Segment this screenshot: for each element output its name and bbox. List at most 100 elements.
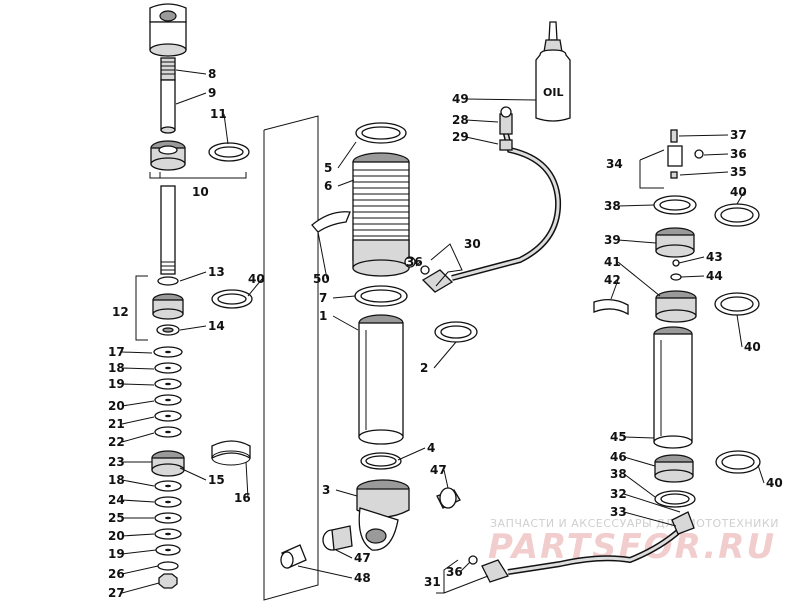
leader-c50 (317, 231, 328, 280)
callout-c18b: 18 (108, 473, 125, 487)
leader-c41 (617, 261, 661, 297)
callout-c36a: 36 (406, 255, 423, 269)
bracket-line-1 (430, 243, 463, 287)
callout-c11: 11 (210, 107, 227, 121)
callout-c9: 9 (208, 86, 216, 100)
leader-c40c (736, 314, 743, 348)
callout-c23: 23 (108, 455, 125, 469)
callout-c48: 48 (354, 571, 371, 585)
shaft-assembly (135, 3, 253, 589)
leader-c35 (679, 171, 729, 176)
leader-c4 (397, 447, 426, 461)
callout-c6: 6 (324, 179, 332, 193)
leader-c49 (465, 98, 537, 101)
callout-c35: 35 (730, 165, 747, 179)
leader-c22 (121, 432, 155, 443)
leader-c44 (680, 275, 705, 278)
callout-c40a: 40 (248, 272, 265, 286)
callout-c38b: 38 (610, 467, 627, 481)
body-assembly (280, 122, 478, 569)
callout-c47a: 47 (430, 463, 447, 477)
leader-c17 (121, 351, 153, 354)
callout-c44: 44 (706, 269, 723, 283)
leader-c38a (617, 204, 655, 207)
callout-c40b: 40 (730, 185, 747, 199)
leader-c33 (623, 511, 677, 527)
leader-c2 (433, 341, 457, 369)
callout-c22: 22 (108, 435, 125, 449)
callout-c33: 33 (610, 505, 627, 519)
leader-c11 (223, 113, 229, 145)
callout-c38a: 38 (604, 199, 621, 213)
callout-c12: 12 (112, 305, 129, 319)
leader-c6 (337, 179, 355, 187)
callout-c49: 49 (452, 92, 469, 106)
callout-c43: 43 (706, 250, 723, 264)
callout-c4: 4 (427, 441, 435, 455)
callout-c26: 26 (108, 567, 125, 581)
callout-c37: 37 (730, 128, 747, 142)
leader-c47a (443, 469, 449, 489)
leader-c45 (623, 436, 655, 439)
bracket-line-3 (436, 559, 489, 594)
leader-c19a (121, 383, 155, 386)
leader-c38b (623, 473, 656, 498)
callout-c19a: 19 (108, 377, 125, 391)
leader-c21 (121, 416, 155, 425)
leader-c29 (465, 136, 499, 145)
callout-c41: 41 (604, 255, 621, 269)
leader-c8 (175, 69, 207, 75)
leader-c40b (736, 191, 745, 205)
leader-c1 (332, 315, 359, 331)
callout-c39: 39 (604, 233, 621, 247)
leader-c48 (297, 565, 353, 579)
leader-c36c (459, 561, 471, 573)
callout-c20b: 20 (108, 529, 125, 543)
callout-leaders (121, 69, 765, 594)
leader-c9 (175, 92, 207, 105)
leader-c7 (332, 295, 356, 299)
leader-c47b (335, 549, 353, 559)
leader-c46 (623, 456, 656, 467)
callout-c42: 42 (604, 273, 621, 287)
callout-c31: 31 (424, 575, 441, 589)
bracket-line-2 (639, 149, 665, 189)
upper-hose-assembly (420, 106, 562, 293)
callout-c40c: 40 (744, 340, 761, 354)
callout-c15: 15 (208, 473, 225, 487)
leader-c16 (245, 461, 249, 499)
callout-c18a: 18 (108, 361, 125, 375)
leader-c37 (678, 134, 729, 137)
callout-c36b: 36 (730, 147, 747, 161)
callout-c16: 16 (234, 491, 251, 505)
callout-c34: 34 (606, 157, 623, 171)
leader-c28 (465, 119, 499, 123)
leader-c26 (121, 565, 159, 575)
callout-c25: 25 (108, 511, 125, 525)
callout-c28: 28 (452, 113, 469, 127)
callout-c14: 14 (208, 319, 225, 333)
leader-c24 (121, 499, 155, 503)
leader-c39 (617, 239, 657, 244)
callout-c24: 24 (108, 493, 125, 507)
assembly-link-line (263, 115, 319, 601)
leader-c18a (121, 367, 155, 370)
leader-c32 (623, 493, 681, 513)
callout-c13: 13 (208, 265, 225, 279)
leader-c3 (335, 489, 358, 497)
oil-bottle: OIL (535, 21, 571, 122)
callout-c10: 10 (192, 185, 209, 199)
callout-c21: 21 (108, 417, 125, 431)
leader-c18b (121, 479, 155, 487)
callout-c19b: 19 (108, 547, 125, 561)
callout-c47b: 47 (354, 551, 371, 565)
callout-c20a: 20 (108, 399, 125, 413)
callout-c17: 17 (108, 345, 125, 359)
leader-c15 (179, 467, 207, 481)
callout-c36c: 36 (446, 565, 463, 579)
leader-c40d (757, 464, 765, 484)
callout-c27: 27 (108, 586, 125, 600)
